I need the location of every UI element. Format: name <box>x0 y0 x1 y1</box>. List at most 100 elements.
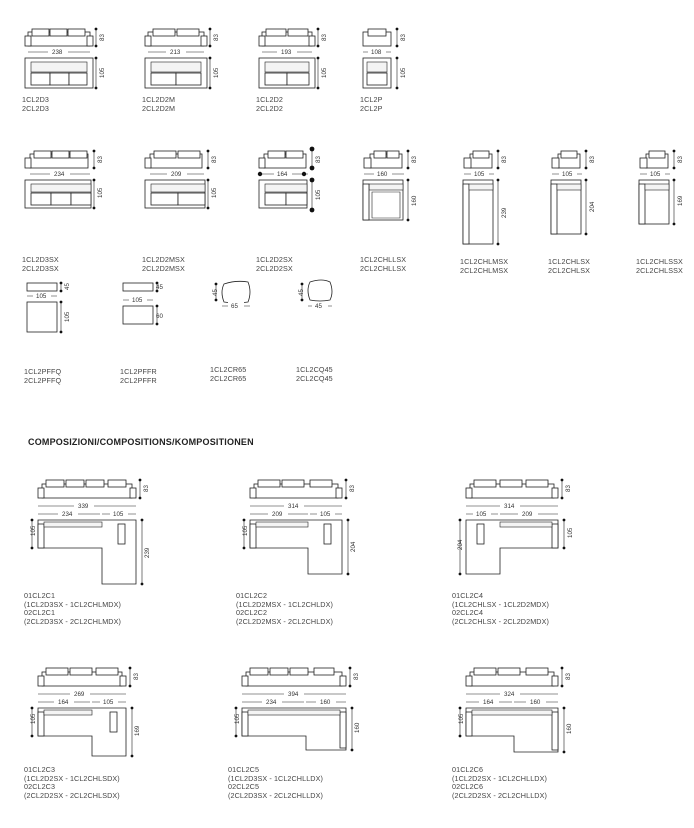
depth-dim: 105 <box>211 187 218 198</box>
composition-codes: 01CL2C6(1CL2D2SX - 1CL2CHLLDX) 02CL2C6(2… <box>452 765 547 800</box>
sofa-drawing: 193 83 105 <box>258 27 328 90</box>
right-width-dim: 160 <box>530 699 541 706</box>
left-width-dim: 105 <box>476 511 487 518</box>
composition-01CL2C2: 314 83 209 105 105 204 01CL2C2(1CL2D2MSX… <box>236 476 366 626</box>
width-dim: 105 <box>562 171 573 178</box>
width-dim: 160 <box>377 171 388 178</box>
depth-dim: 160 <box>411 195 418 206</box>
depth-dim: 60 <box>156 313 163 320</box>
chaise-drawing: 105 83 239 <box>462 149 508 246</box>
composition-01CL2C3: 269 83 164 105 105 169 01CL2C3(1CL2D2SX … <box>24 664 154 800</box>
section-title: COMPOSIZIONI/COMPOSITIONS/KOMPOSITIONEN <box>28 437 254 447</box>
height-dim: 83 <box>213 34 220 41</box>
height-dim: 83 <box>211 156 218 163</box>
chaise-drawing: 105 83 169 <box>638 149 684 226</box>
height-dim: 83 <box>400 34 407 41</box>
composition-01CL2C6: 324 83 164 160 105 160 01CL2C6(1CL2D2SX … <box>452 664 582 800</box>
composition-drawing: 394 83 234 160 105 160 <box>234 666 361 752</box>
height-dim: 83 <box>321 34 328 41</box>
sofa-drawing: 213 83 105 <box>144 27 220 90</box>
ottoman-drawing: 105 45 60 <box>122 281 163 326</box>
width-dim: 164 <box>277 171 288 178</box>
right-width-dim: 160 <box>320 699 331 706</box>
depth-dim: 105 <box>213 67 220 78</box>
total-width-dim: 394 <box>288 691 299 698</box>
right-width-dim: 105 <box>103 699 114 706</box>
cushion-drawing: 45 45 <box>298 279 333 310</box>
composition-drawing: 339 83 234 105 105 239 <box>30 478 151 586</box>
total-width-dim: 324 <box>504 691 515 698</box>
sofa-drawing: 234 83 105 <box>24 149 104 210</box>
chaise-drawing: 105 83 204 <box>550 149 596 236</box>
right-width-dim: 209 <box>522 511 533 518</box>
total-width-dim: 269 <box>74 691 85 698</box>
total-width-dim: 314 <box>504 503 515 510</box>
depth-dim: 169 <box>677 195 684 206</box>
width-dim: 234 <box>54 171 65 178</box>
cushion-drawing: 45 65 <box>212 280 251 310</box>
depth-dim: 105 <box>458 713 465 724</box>
depth-dim: 105 <box>30 525 37 536</box>
total-width-dim: 339 <box>78 503 89 510</box>
composition-drawing: 324 83 164 160 105 160 <box>458 666 573 754</box>
composition-01CL2C5: 394 83 234 160 105 160 01CL2C5(1CL2D3SX … <box>228 664 368 800</box>
depth-dim: 105 <box>321 67 328 78</box>
left-width-dim: 234 <box>266 699 277 706</box>
width-dim: 105 <box>474 171 485 178</box>
chaise-drawing: 160 83 160 <box>362 149 418 222</box>
composition-codes: 01CL2C1(1CL2D3SX - 1CL2CHLMDX) 02CL2C1(2… <box>24 591 121 626</box>
depth-dim: 105 <box>234 713 241 724</box>
chaise-depth-dim: 204 <box>350 541 357 552</box>
height-dim: 83 <box>677 156 684 163</box>
width-dim: 238 <box>52 49 63 56</box>
height-dim: 45 <box>64 283 71 290</box>
depth-dim: 239 <box>501 207 508 218</box>
width-dim: 213 <box>170 49 181 56</box>
depth-dim: 105 <box>400 67 407 78</box>
height-dim: 83 <box>589 156 596 163</box>
width-dim: 105 <box>650 171 661 178</box>
height-dim: 83 <box>565 673 572 680</box>
right-width-dim: 105 <box>113 511 124 518</box>
height-dim: 83 <box>349 485 356 492</box>
width-dim: 193 <box>281 49 292 56</box>
height-dim: 45 <box>212 289 219 296</box>
composition-codes: 01CL2C2(1CL2D2MSX - 1CL2CHLDX) 02CL2C2(2… <box>236 591 333 626</box>
composition-codes: 01CL2C5(1CL2D3SX - 1CL2CHLLDX) 02CL2C5(2… <box>228 765 323 800</box>
chaise-depth-dim: 204 <box>457 539 464 550</box>
width-dim: 65 <box>231 303 238 310</box>
height-dim: 83 <box>411 156 418 163</box>
width-dim: 209 <box>171 171 182 178</box>
depth-dim: 105 <box>567 527 574 538</box>
left-width-dim: 209 <box>272 511 283 518</box>
height-dim: 45 <box>298 289 305 296</box>
depth-dim: 105 <box>242 525 249 536</box>
depth-dim: 105 <box>97 187 104 198</box>
sofa-drawing: 238 83 105 <box>24 27 106 90</box>
width-dim: 105 <box>132 297 143 304</box>
height-dim: 83 <box>99 34 106 41</box>
width-dim: 108 <box>371 49 382 56</box>
height-dim: 45 <box>156 284 163 291</box>
height-dim: 83 <box>353 673 360 680</box>
